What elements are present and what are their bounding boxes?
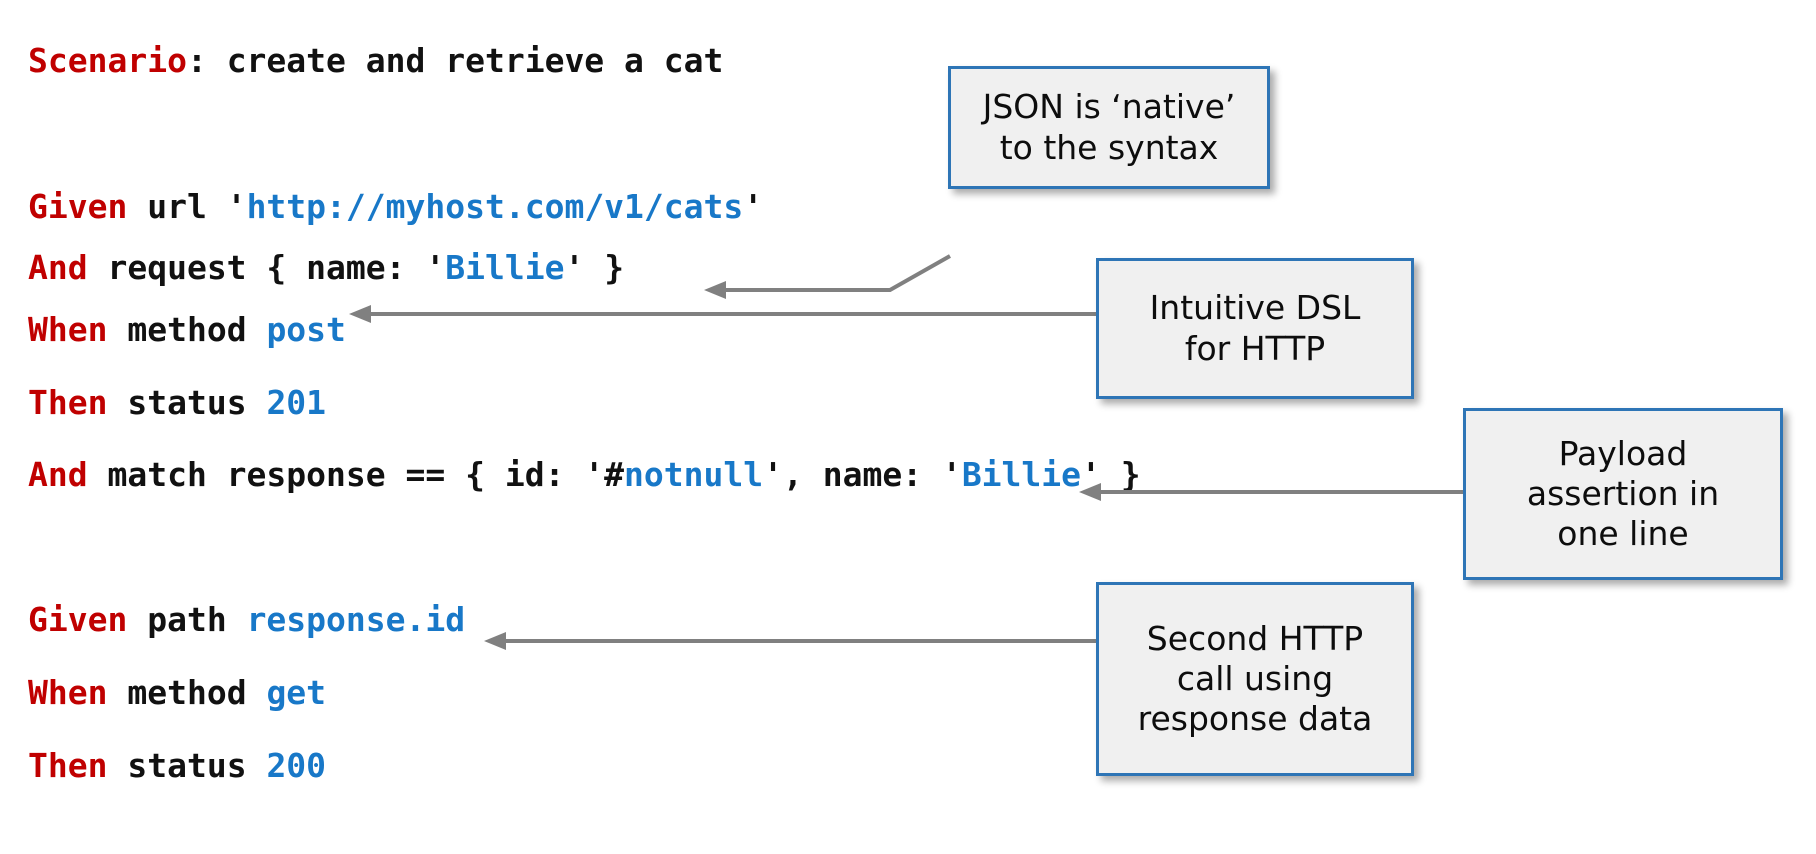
code-line-given-url: Given url 'http://myhost.com/v1/cats' <box>28 190 763 223</box>
code-token-pl: method <box>107 673 267 712</box>
code-line-given-path: Given path response.id <box>28 603 465 636</box>
code-token-val: get <box>266 673 327 712</box>
code-token-pl: path <box>127 600 247 639</box>
code-line-then-status-200: Then status 200 <box>28 749 326 782</box>
code-token-val: response.id <box>246 600 466 639</box>
code-line-and-match: And match response == { id: '#notnull', … <box>28 458 1141 491</box>
code-token-pl: ' <box>743 187 764 226</box>
code-token-kw: Given <box>28 600 128 639</box>
callout-json-native: JSON is ‘native’ to the syntax <box>948 66 1270 189</box>
callout-intuitive-dsl-text: Intuitive DSL for HTTP <box>1149 288 1361 368</box>
code-token-kw: Given <box>28 187 128 226</box>
code-line-when-method-get: When method get <box>28 676 326 709</box>
code-token-kw: When <box>28 310 108 349</box>
code-token-val: post <box>266 310 346 349</box>
code-token-kw: Then <box>28 383 108 422</box>
callout-second-http-call: Second HTTP call using response data <box>1096 582 1414 776</box>
code-token-pl: status <box>107 383 267 422</box>
code-line-when-method-post: When method post <box>28 313 346 346</box>
callout-payload-assertion-text: Payload assertion in one line <box>1526 433 1720 554</box>
code-token-pl: match response == { id: '# <box>87 455 625 494</box>
code-line-scenario: Scenario: create and retrieve a cat <box>28 44 723 77</box>
code-token-val: http://myhost.com/v1/cats <box>246 187 744 226</box>
code-token-kw: Then <box>28 746 108 785</box>
code-token-pl: url ' <box>127 187 247 226</box>
code-line-then-status-201: Then status 201 <box>28 386 326 419</box>
callout-payload-assertion: Payload assertion in one line <box>1463 408 1783 580</box>
code-token-val: Billie <box>961 455 1082 494</box>
code-token-pl: ' } <box>1081 455 1141 494</box>
code-token-kw: Scenario <box>28 41 187 80</box>
connector-arrow-json-native <box>700 250 960 310</box>
code-token-val: notnull <box>624 455 764 494</box>
connector-arrow-second-http-call <box>480 627 1105 657</box>
code-line-and-request: And request { name: 'Billie' } <box>28 251 624 284</box>
code-token-val: 201 <box>266 383 327 422</box>
code-token-val: Billie <box>445 248 565 287</box>
code-token-pl: ' } <box>564 248 625 287</box>
callout-second-http-call-text: Second HTTP call using response data <box>1137 618 1373 739</box>
code-token-val: 200 <box>266 746 327 785</box>
code-token-pl: method <box>107 310 267 349</box>
connector-arrow-intuitive-dsl <box>345 300 1105 330</box>
callout-intuitive-dsl: Intuitive DSL for HTTP <box>1096 258 1414 399</box>
callout-json-native-text: JSON is ‘native’ to the syntax <box>982 87 1236 167</box>
code-token-pl: : create and retrieve a cat <box>186 41 724 80</box>
code-token-pl: ', name: ' <box>763 455 962 494</box>
code-token-kw: And <box>28 248 88 287</box>
code-token-pl: request { name: ' <box>87 248 446 287</box>
code-token-kw: When <box>28 673 108 712</box>
code-token-kw: And <box>28 455 88 494</box>
code-token-pl: status <box>107 746 267 785</box>
